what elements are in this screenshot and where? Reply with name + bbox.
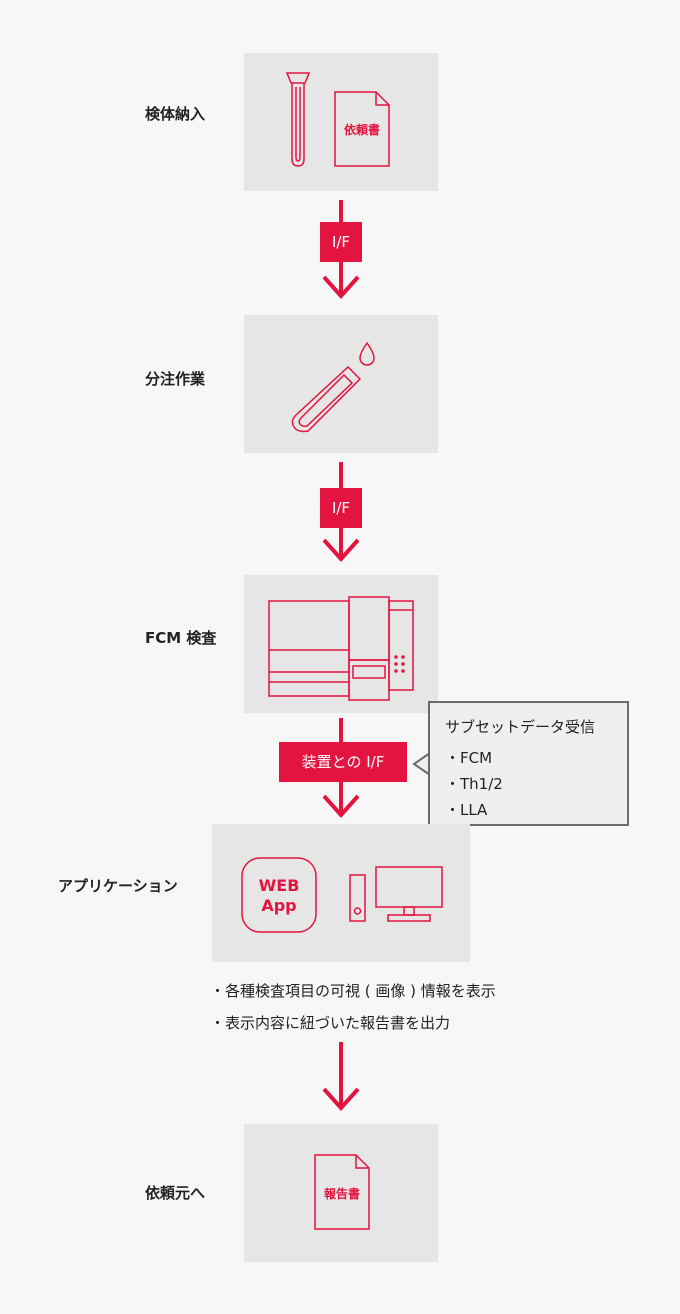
test-tube-icon (285, 72, 311, 167)
web-app-icon (241, 857, 317, 933)
note-output-report: ・表示内容に紐づいた報告書を出力 (210, 1014, 451, 1032)
if-tag-1: I/F (320, 222, 362, 262)
step-box-app: WEB App (212, 824, 470, 962)
web-app-label-line2: App (261, 896, 297, 915)
step-label-return: 依頼元へ (145, 1184, 206, 1202)
flow-line-1b (339, 262, 343, 296)
note-display-info: ・各種検査項目の可視 ( 画像 ) 情報を表示 (210, 982, 496, 1000)
document-label-report: 報告書 (323, 1187, 360, 1201)
flow-line-2b (339, 528, 343, 558)
step-label-dispense: 分注作業 (145, 370, 206, 388)
step-box-receive: 依頼書 (244, 53, 438, 191)
subset-data-callout: サブセットデータ受信 ・FCM ・Th1/2 ・LLA (428, 701, 629, 826)
flow-line-3b (339, 782, 343, 815)
if-tag-3: 装置との I/F (279, 742, 407, 782)
flow-line-2a (339, 462, 343, 488)
callout-item-fcm: ・FCM (445, 749, 493, 767)
step-box-return: 報告書 (244, 1124, 438, 1262)
arrow-down-icon (322, 275, 360, 299)
step-label-fcm: FCM 検査 (145, 629, 217, 647)
flow-cytometer-icon (268, 596, 414, 701)
pipette-tube-icon (291, 341, 375, 433)
flow-line-1a (339, 200, 343, 222)
arrow-down-icon (322, 794, 360, 818)
callout-item-lla: ・LLA (445, 801, 488, 819)
flow-line-4 (339, 1042, 343, 1106)
step-label-app: アプリケーション (58, 877, 178, 895)
web-app-label-line1: WEB (258, 876, 300, 895)
step-label-receive: 検体納入 (145, 105, 206, 123)
document-label-request: 依頼書 (343, 123, 380, 137)
arrow-down-icon (322, 538, 360, 562)
if-tag-2: I/F (320, 488, 362, 528)
desktop-pc-icon (349, 866, 443, 922)
document-icon (334, 91, 390, 167)
arrow-down-icon (322, 1087, 360, 1111)
callout-title: サブセットデータ受信 (445, 718, 596, 736)
document-icon (314, 1154, 370, 1230)
flow-line-3a (339, 718, 343, 742)
callout-item-th12: ・Th1/2 (445, 775, 503, 793)
step-box-dispense (244, 315, 438, 453)
step-box-fcm (244, 575, 438, 713)
